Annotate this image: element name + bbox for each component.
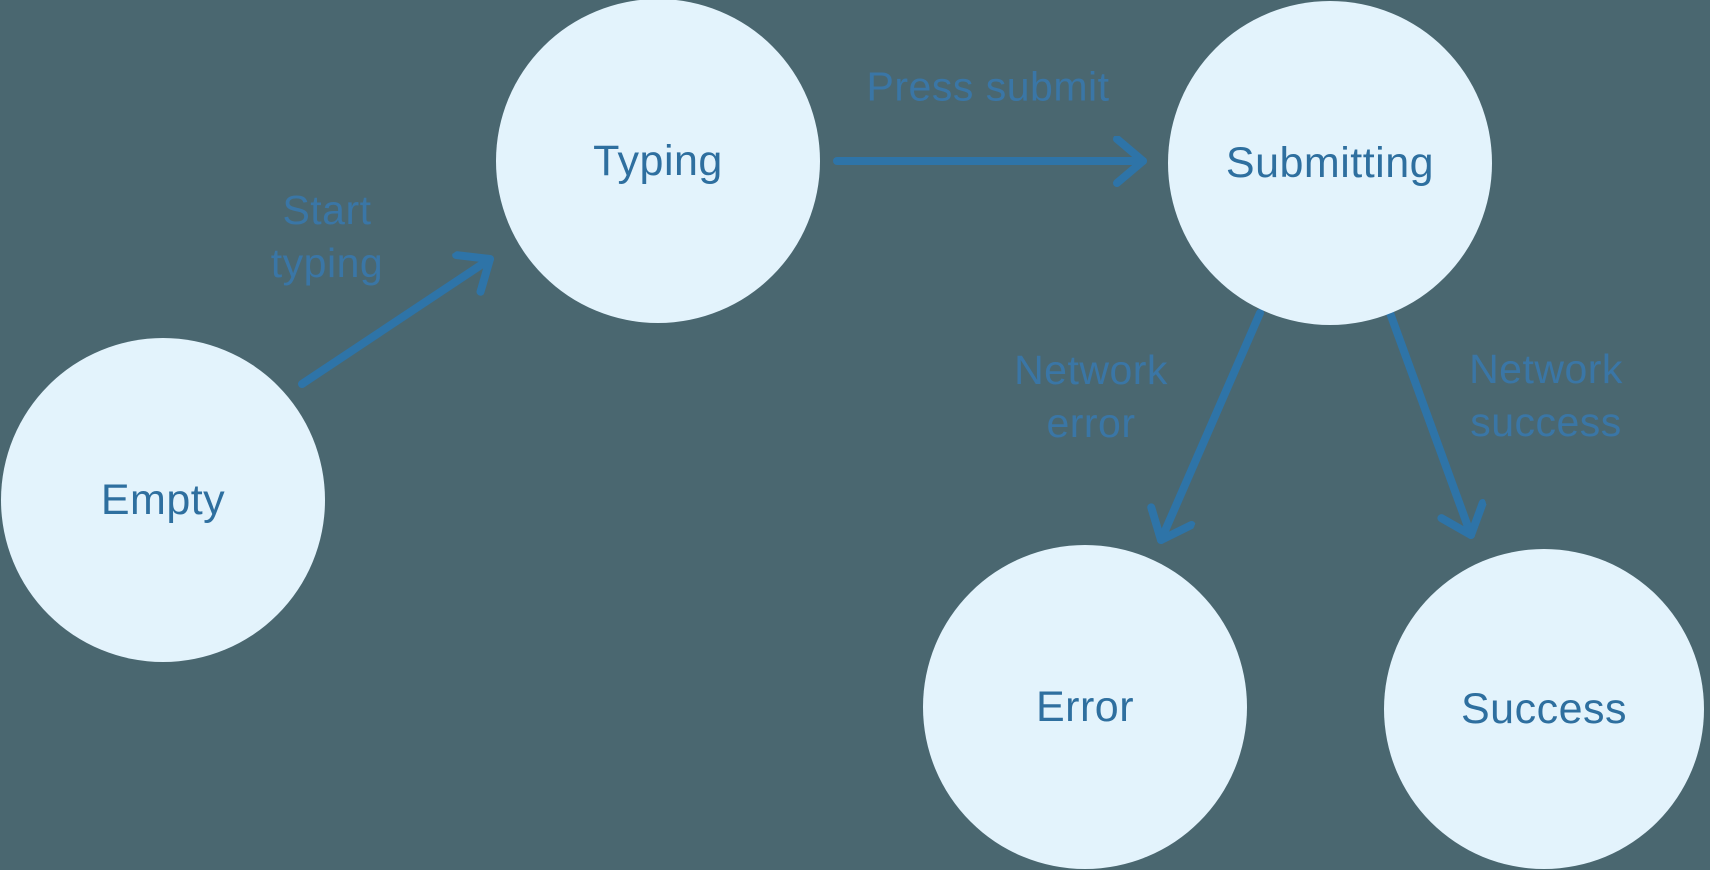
edge-label-line: Start — [282, 187, 372, 233]
edge-label-line: Network — [1014, 347, 1168, 393]
state-node-submitting: Submitting — [1168, 1, 1492, 325]
state-label-error: Error — [1035, 682, 1135, 731]
edge-label-network-error: Network error — [1014, 344, 1168, 450]
arrow-submitting-to-error — [1161, 309, 1264, 544]
edge-label-line: success — [1470, 399, 1622, 445]
arrow-empty-to-typing — [298, 259, 494, 388]
arrow-submitting-to-success — [1386, 309, 1471, 539]
state-node-error: Error — [923, 545, 1247, 869]
state-node-empty: Empty — [1, 338, 325, 662]
state-node-success: Success — [1384, 549, 1704, 869]
edge-label-line: typing — [270, 240, 384, 286]
state-label-empty: Empty — [100, 475, 226, 524]
edge-label-line: Press submit — [866, 63, 1110, 110]
edge-label-press-submit: Press submit — [867, 61, 1110, 114]
edge-label-network-success: Network success — [1469, 343, 1623, 449]
edge-label-line: Network — [1469, 346, 1623, 392]
edge-label-line: error — [1046, 400, 1136, 446]
edge-label-start-typing: Start typing — [271, 184, 383, 290]
state-label-success: Success — [1460, 684, 1627, 733]
state-node-typing: Typing — [496, 0, 820, 323]
state-label-typing: Typing — [593, 136, 723, 185]
state-label-submitting: Submitting — [1225, 138, 1435, 187]
